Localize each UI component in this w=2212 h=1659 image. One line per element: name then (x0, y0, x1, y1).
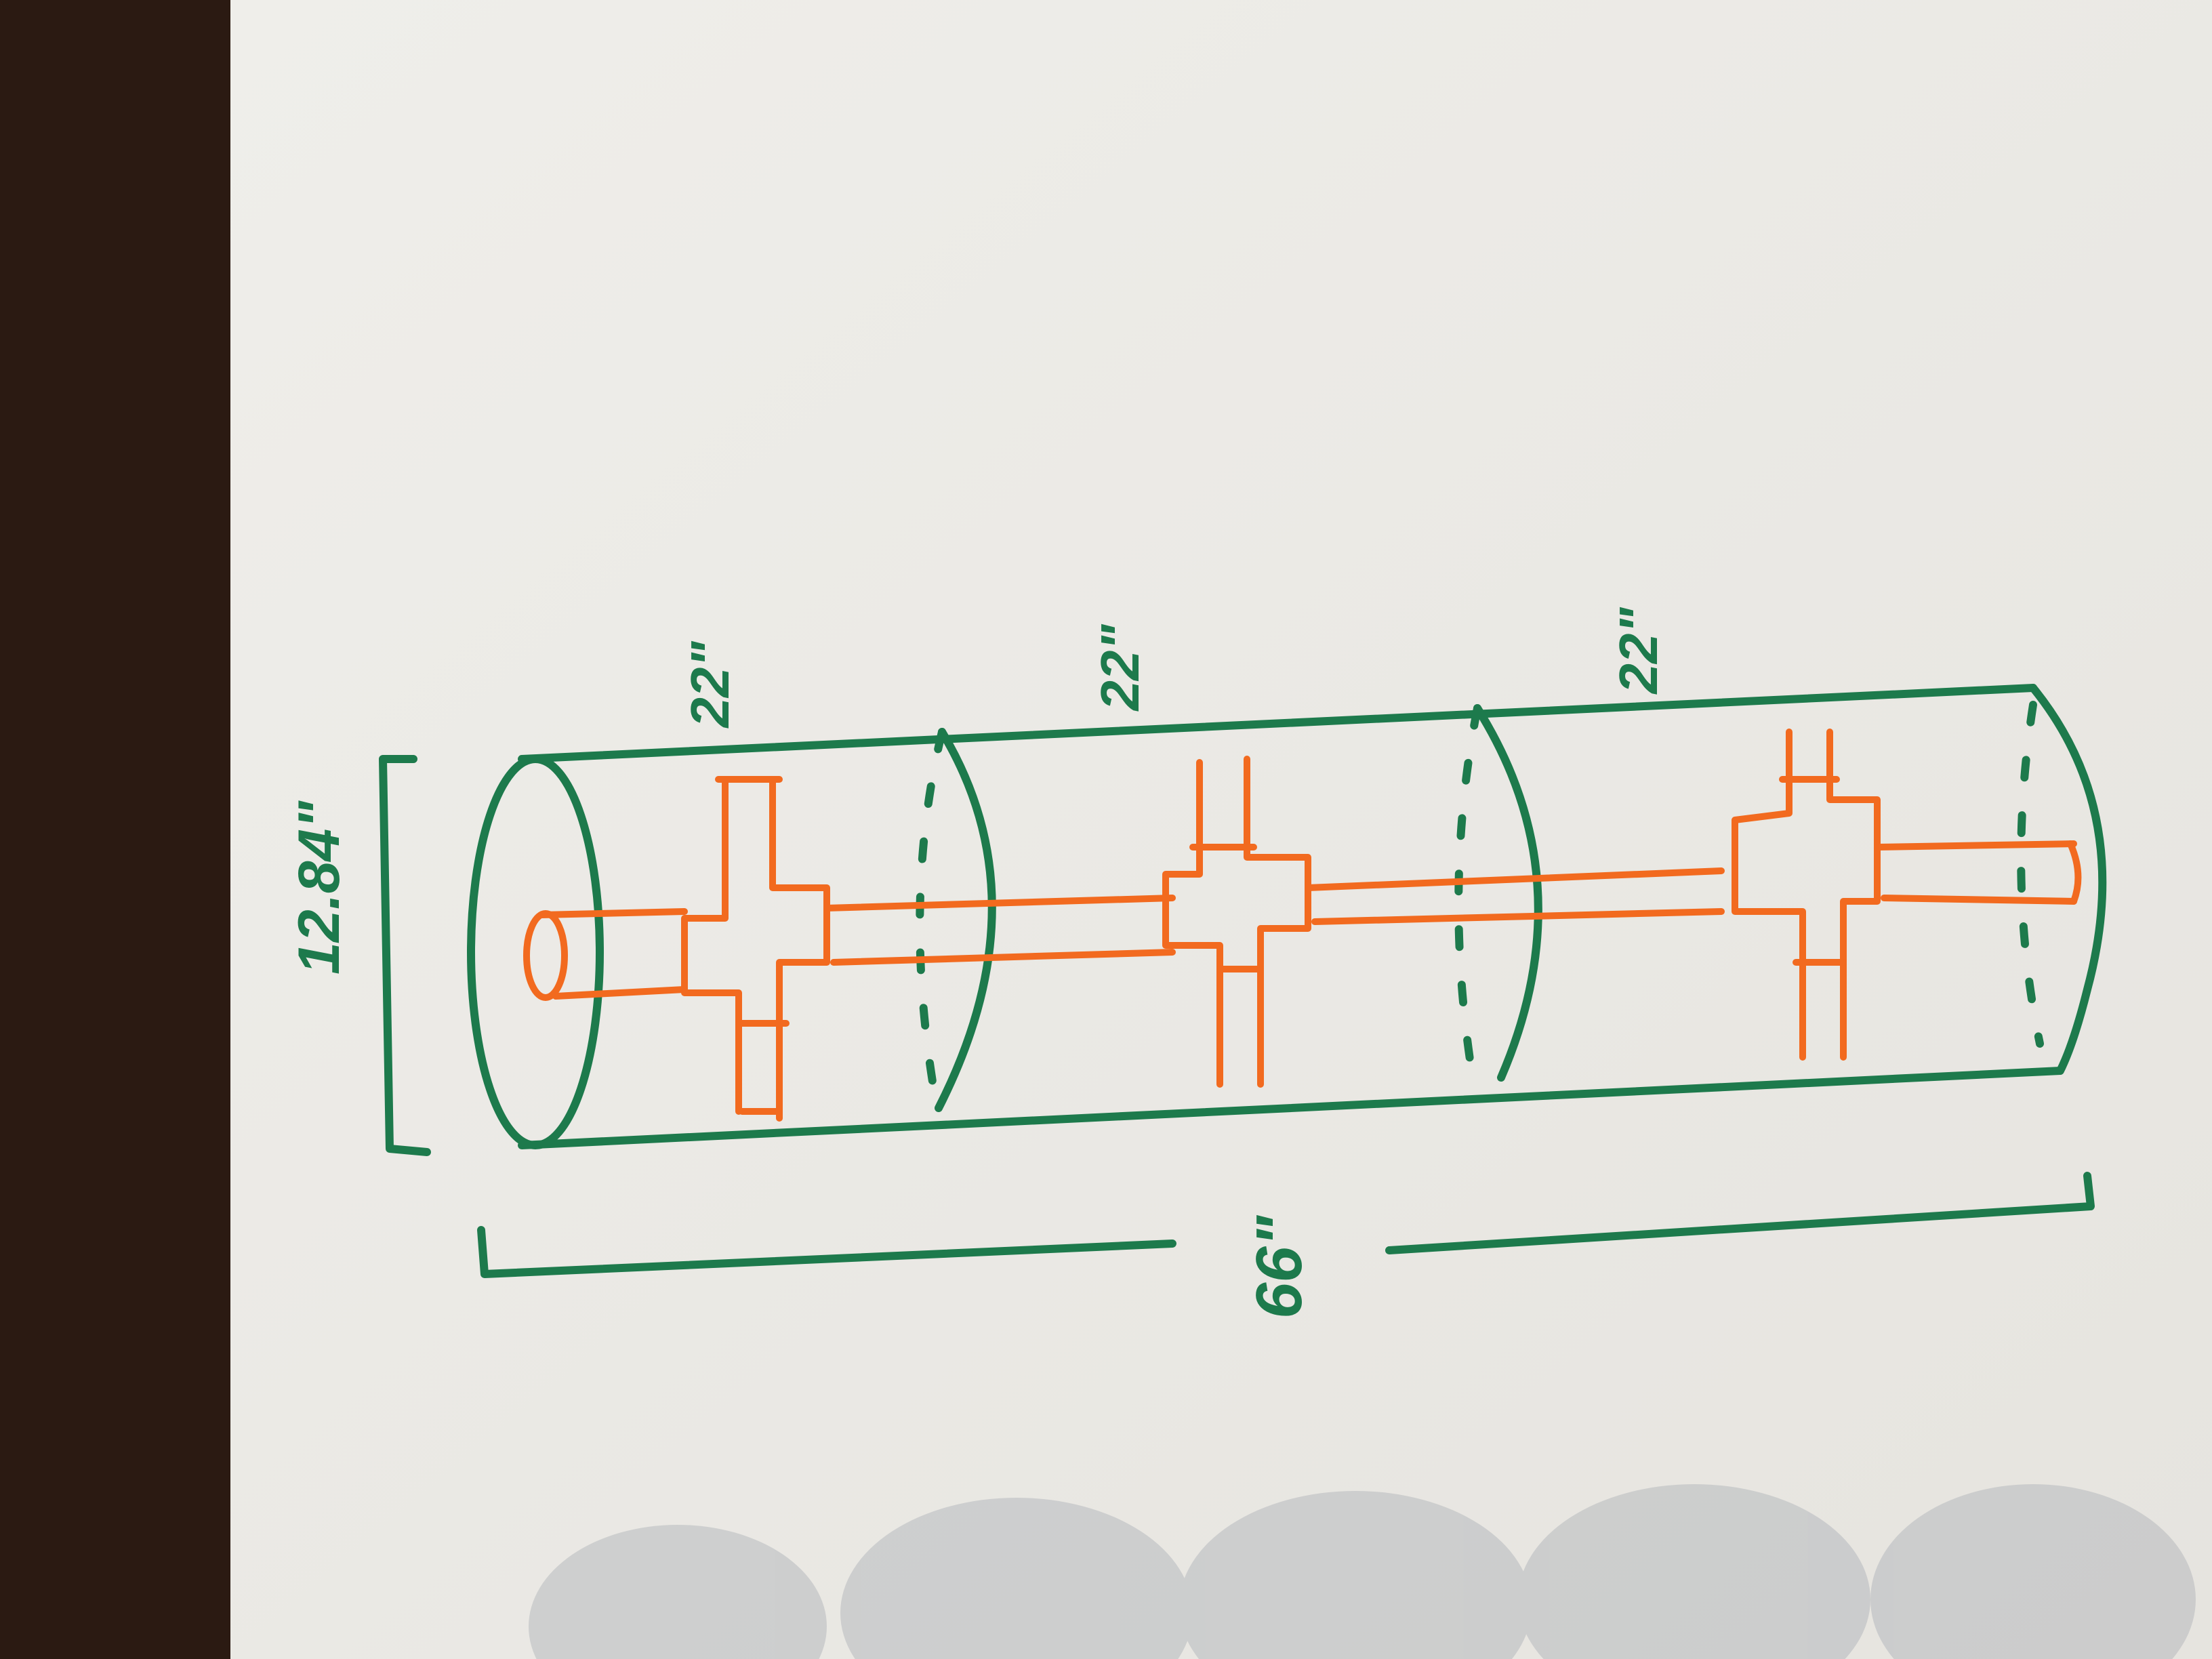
hand-shadow (529, 1484, 2196, 1659)
dimension-brackets (379, 755, 2095, 1278)
segment-divider-1 (935, 728, 996, 1112)
paper-sheet (230, 0, 2212, 1659)
diameter-label: 12.84" (287, 800, 352, 975)
cylinder-left-end (467, 755, 604, 1149)
total-length-bracket (477, 1172, 2095, 1278)
segment-3-label: 22" (1608, 607, 1668, 695)
cylinder-right-end (2029, 684, 2107, 1075)
segment-1-label: 22" (680, 640, 740, 729)
diameter-bracket (379, 755, 431, 1156)
orange-pipe (523, 729, 2082, 1122)
segment-divider-2 (1473, 704, 1542, 1082)
segment-2-label: 22" (1090, 623, 1150, 712)
total-length-label: 66" (1243, 1214, 1315, 1319)
